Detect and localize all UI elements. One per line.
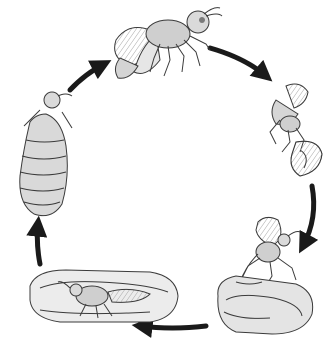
cycle-arrow-2 [303,186,314,246]
wasp-on-host-drawing [270,84,322,176]
wasp-ovipositing-into-cocoon-drawing [218,217,313,334]
cycle-arrow-4 [37,224,40,264]
wasp-in-cocoon-drawing [30,270,178,322]
larva-drawing [20,92,72,216]
cycle-arrow-3 [140,326,206,328]
cycle-arrow-5 [70,64,104,90]
cycle-arrow-1 [210,48,266,76]
adult-wasp-drawing [115,8,222,79]
